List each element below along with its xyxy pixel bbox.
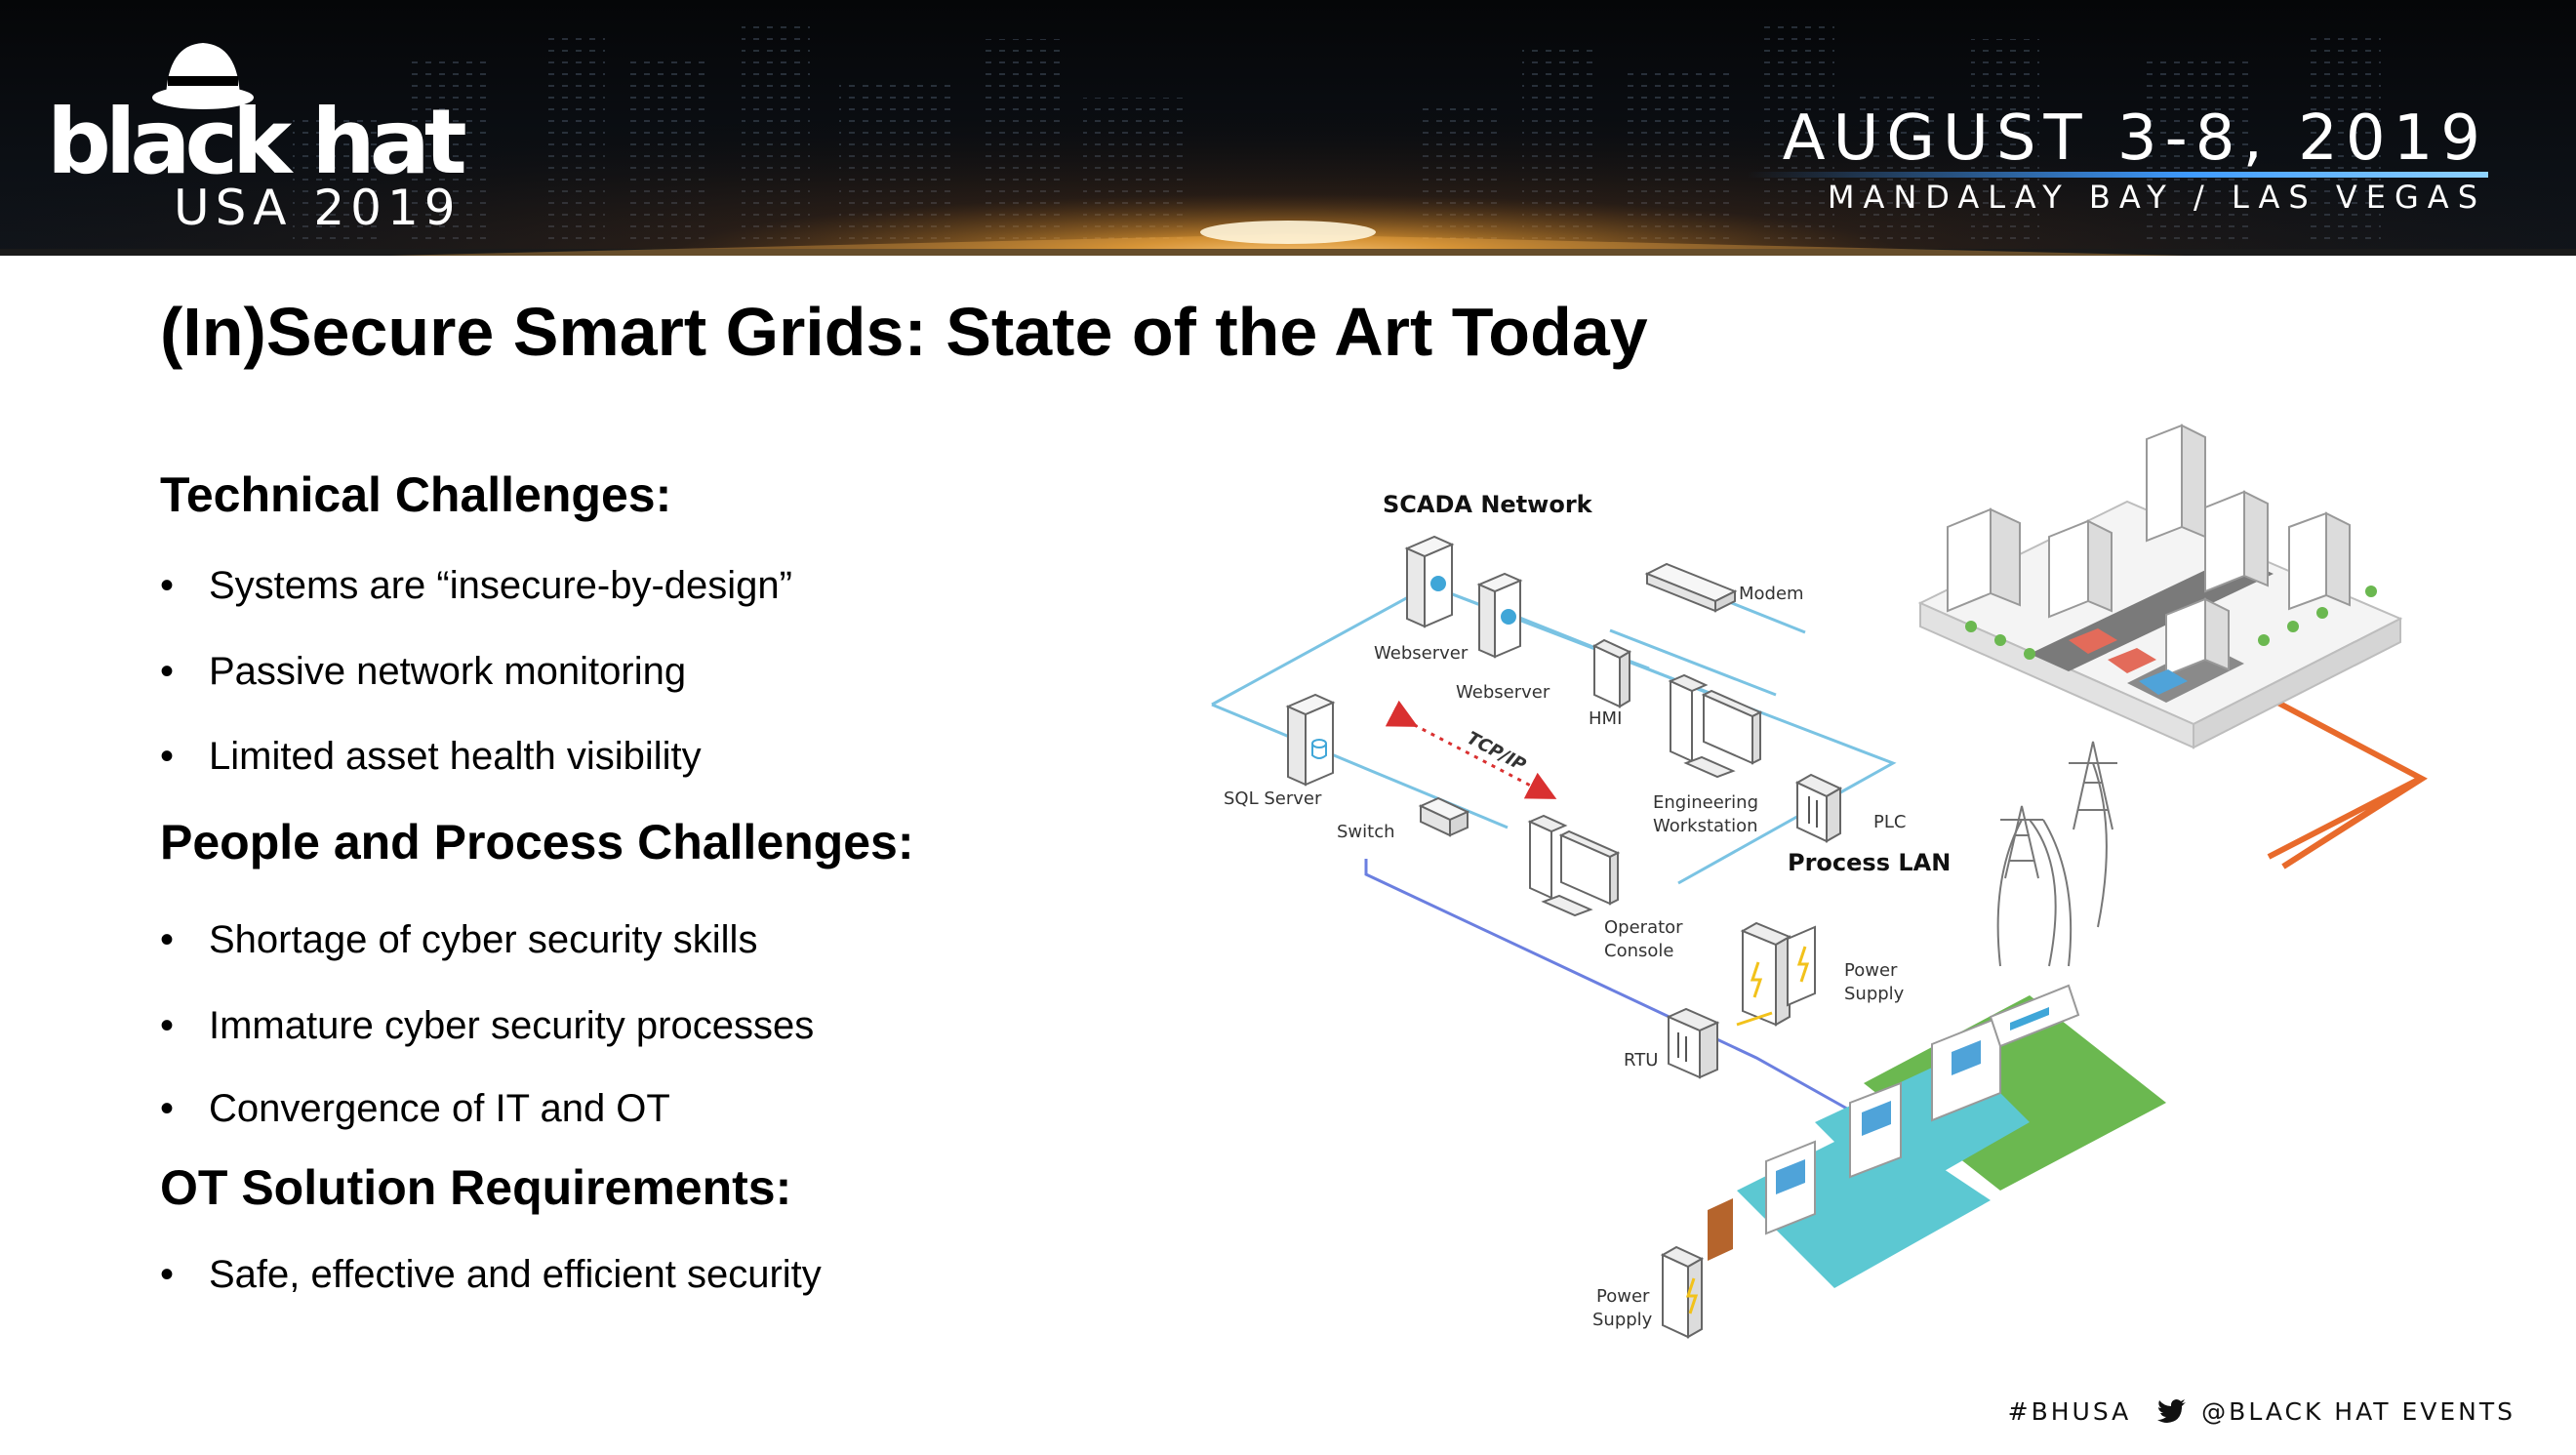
grid-feed-line [2267,695,2428,869]
hmi-icon [1591,638,1632,708]
bullet-marker: • [160,1253,175,1296]
power-supply-icon [1740,921,1816,1027]
banner-background [0,0,2576,256]
twitter-bird-icon [2157,1399,2187,1423]
bullet-item: • Shortage of cyber security skills [160,916,757,963]
bullet-item: • Limited asset health visibility [160,733,702,780]
bullet-item: • Safe, effective and efficient security [160,1251,822,1298]
bullet-marker: • [160,564,175,607]
event-venue: MANDALAY BAY / LAS VEGAS [1827,179,2486,216]
sql-server-icon [1285,693,1336,787]
supply-label: Supply [1592,1310,1653,1330]
power-label: Power [1596,1286,1650,1307]
rtu-icon [1666,1007,1720,1079]
modem-label: Modem [1739,584,1804,604]
tcpip-label: TCP/IP [1464,728,1529,776]
webserver-label: Webserver [1456,682,1550,703]
event-hashtag: #BHUSA [2007,1397,2132,1426]
webserver-icon [1404,535,1455,628]
engineering-workstation-icon [1668,673,1763,779]
slide-footer: #BHUSA @BLACK HAT EVENTS [2008,1397,2516,1426]
bullet-marker: • [160,1087,175,1130]
operator-console-icon [1527,814,1621,917]
process-lan-line [1364,859,1855,1114]
power-feed-line [1736,1011,1773,1027]
transmission-towers [1996,741,2117,967]
bullet-marker: • [160,1004,175,1047]
supply-label: Supply [1844,984,1905,1004]
bullet-marker: • [160,650,175,693]
bullet-item: • Systems are “insecure-by-design” [160,562,792,609]
city-illustration [1917,424,2403,749]
twitter-handle: @BLACK HAT EVENTS [2201,1397,2516,1426]
webserver-label: Webserver [1374,643,1469,664]
bullet-marker: • [160,735,175,778]
bullet-item: • Convergence of IT and OT [160,1085,670,1132]
process-lan-label: Process LAN [1788,849,1951,876]
section-heading-people-process: People and Process Challenges: [160,815,914,869]
event-banner: black hat USA 2019 AUGUST 3-8, 2019 MAND… [0,0,2576,256]
tcpip-arrow [1385,700,1557,799]
slide-title: (In)Secure Smart Grids: State of the Art… [160,294,1648,370]
bullet-marker: • [160,918,175,961]
hat-icon [152,43,254,109]
console-label: Console [1604,941,1673,961]
bullet-text: Shortage of cyber security skills [209,918,758,961]
event-date: AUGUST 3-8, 2019 [1782,102,2488,175]
scada-diagram-svg: TCP/IP Webserver Webserver Modem [1211,424,2428,1339]
workstation-label: Workstation [1653,816,1758,836]
event-date-underline [1747,172,2488,178]
bullet-text: Systems are “insecure-by-design” [209,564,792,607]
plc-icon [1794,773,1843,843]
bullet-text: Limited asset health visibility [209,735,702,778]
sql-server-label: SQL Server [1224,788,1322,809]
engineering-label: Engineering [1653,792,1758,813]
bullet-item: • Passive network monitoring [160,648,686,695]
bullet-text: Immature cyber security processes [209,1004,815,1047]
hmi-label: HMI [1589,708,1622,729]
section-heading-ot-requirements: OT Solution Requirements: [160,1160,792,1215]
brand-edition: USA 2019 [174,180,462,236]
power-supply-icon [1660,1245,1705,1339]
bullet-text: Convergence of IT and OT [209,1087,670,1130]
modem-icon [1644,562,1738,613]
smart-grid-diagram: TCP/IP Webserver Webserver Modem [1190,420,2459,1356]
bullet-text: Passive network monitoring [209,650,687,693]
hydro-plant-illustration [1708,984,2166,1288]
section-heading-technical: Technical Challenges: [160,467,672,522]
operator-label: Operator [1604,917,1683,938]
plc-label: PLC [1873,812,1906,832]
rtu-label: RTU [1624,1050,1658,1071]
scada-network-label: SCADA Network [1383,491,1593,518]
brand-wordmark: black hat [47,90,467,194]
switch-icon [1418,796,1470,837]
power-label: Power [1844,960,1898,981]
switch-label: Switch [1337,822,1395,842]
blackhat-logo: black hat USA 2019 [47,37,515,232]
bullet-item: • Immature cyber security processes [160,1002,814,1049]
bullet-text: Safe, effective and efficient security [209,1253,822,1296]
webserver-icon [1476,572,1523,659]
